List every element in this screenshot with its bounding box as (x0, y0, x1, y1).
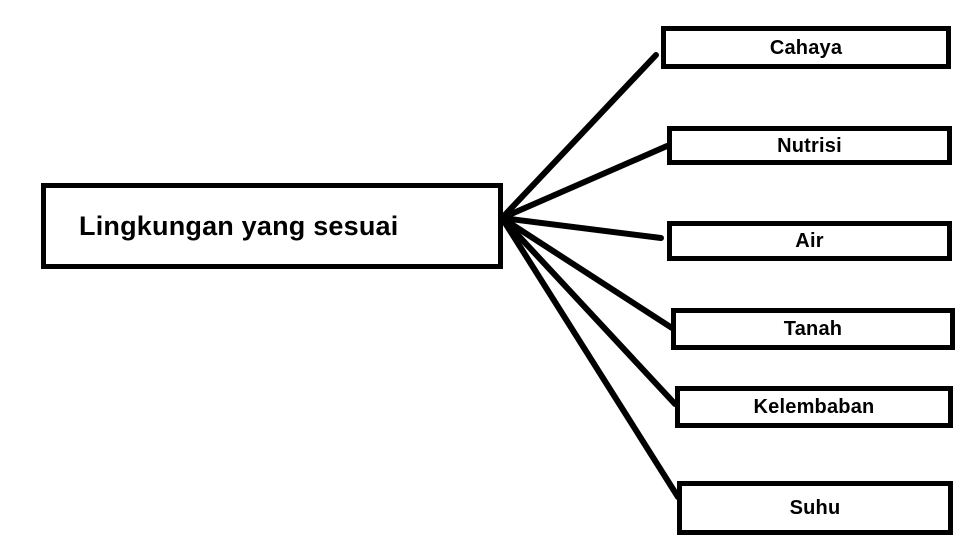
connector-line-nutrisi (499, 143, 670, 221)
center-node-lingkungan[interactable]: Lingkungan yang sesuai (41, 183, 503, 269)
branch-node-label-tanah: Tanah (783, 318, 843, 340)
connector-line-tanah (499, 215, 675, 331)
branch-node-kelembaban[interactable]: Kelembaban (675, 386, 953, 428)
branch-node-label-cahaya: Cahaya (769, 36, 843, 59)
connector-line-cahaya (499, 52, 659, 221)
connector-line-air (499, 215, 664, 241)
branch-node-cahaya[interactable]: Cahaya (661, 26, 951, 69)
branch-node-label-kelembaban: Kelembaban (753, 396, 875, 418)
branch-node-suhu[interactable]: Suhu (677, 481, 953, 535)
branch-node-nutrisi[interactable]: Nutrisi (667, 126, 952, 165)
connector-line-suhu (499, 215, 681, 500)
branch-node-air[interactable]: Air (667, 221, 952, 261)
center-node-label: Lingkungan yang sesuai (79, 210, 399, 241)
branch-node-label-nutrisi: Nutrisi (777, 134, 842, 157)
branch-node-label-air: Air (795, 230, 824, 252)
connector-line-kelembaban (499, 215, 678, 407)
branch-node-tanah[interactable]: Tanah (671, 308, 955, 350)
branch-node-label-suhu: Suhu (789, 497, 841, 519)
